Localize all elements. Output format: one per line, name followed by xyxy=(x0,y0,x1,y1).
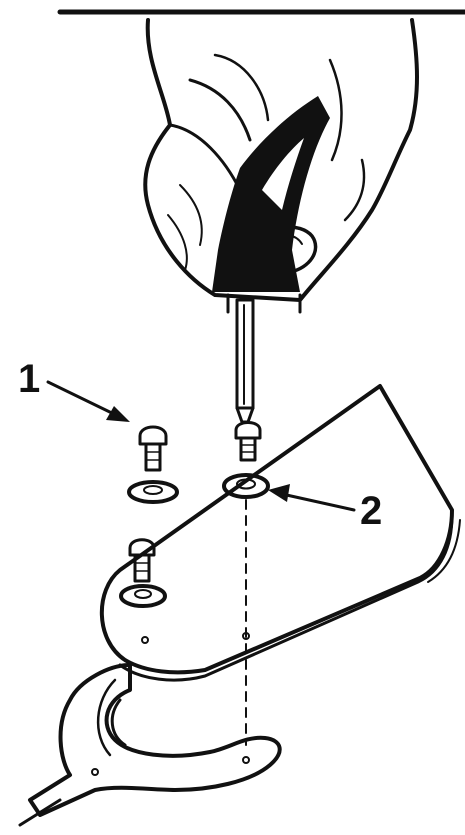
installed-screw xyxy=(130,540,154,581)
callout-2: 2 xyxy=(268,484,382,533)
loose-screw xyxy=(140,427,166,470)
bracket-plate xyxy=(102,386,460,680)
callout-1: 1 xyxy=(18,357,130,422)
callout-2-label: 2 xyxy=(360,489,382,533)
installed-washer xyxy=(121,586,165,606)
plate-washer xyxy=(224,475,268,497)
callout-1-label: 1 xyxy=(18,357,40,401)
loose-washer xyxy=(129,482,177,502)
screw-under-screwdriver xyxy=(236,423,260,461)
lower-bracket xyxy=(20,665,280,825)
